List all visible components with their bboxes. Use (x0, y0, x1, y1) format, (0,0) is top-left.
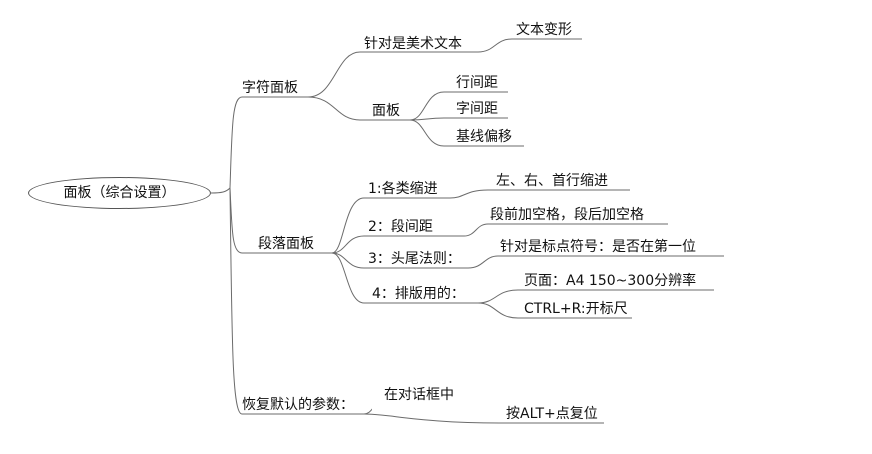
node-in-dialog[interactable]: 在对话框中 (384, 387, 454, 403)
connector-para-3-1 (467, 255, 724, 269)
node-ruler-shortcut[interactable]: CTRL+R:开标尺 (524, 301, 628, 317)
connector-char-2-1 (409, 91, 508, 121)
connector-para-3 (331, 252, 468, 269)
connector-para-4-1 (477, 289, 714, 304)
connector-para-2 (331, 235, 464, 254)
root-node[interactable] (28, 177, 211, 209)
node-text-warp[interactable]: 文本变形 (516, 22, 572, 38)
node-head-tail-rule[interactable]: 3：头尾法则： (368, 251, 461, 267)
branch-label-para-panel[interactable]: 段落面板 (258, 236, 314, 252)
connector-para-1 (331, 197, 450, 254)
connector-reset-2 (363, 413, 604, 424)
node-para-spacing[interactable]: 2：段间距 (368, 219, 433, 235)
branch-label-reset[interactable]: 恢复默认的参数： (242, 397, 354, 413)
node-line-spacing[interactable]: 行间距 (456, 75, 498, 91)
connector-char-2-3 (409, 119, 524, 147)
node-para-spacing-detail[interactable]: 段前加空格，段后加空格 (490, 207, 644, 223)
node-char-spacing[interactable]: 字间距 (456, 101, 498, 117)
branch-label-char-panel[interactable]: 字符面板 (242, 80, 298, 96)
connector-para-4-2 (477, 302, 632, 319)
node-baseline-shift[interactable]: 基线偏移 (456, 129, 512, 145)
connector-char-1 (307, 51, 478, 98)
connector-char-2 (307, 96, 410, 121)
node-art-text[interactable]: 针对是美术文本 (364, 36, 462, 52)
connector-para-1-1 (449, 189, 630, 199)
connector-para-2-1 (463, 223, 668, 237)
connector-para-4 (331, 252, 478, 304)
connector-branch-1 (229, 96, 308, 189)
node-punctuation-rule[interactable]: 针对是标点符号：是否在第一位 (500, 239, 696, 255)
connector-branch-3 (229, 187, 364, 415)
node-page-a4[interactable]: 页面：A4 150~300分辨率 (524, 273, 697, 289)
root-label: 面板（综合设置） (63, 185, 176, 201)
node-indents[interactable]: 1:各类缩进 (368, 181, 438, 197)
connector-root (210, 187, 231, 194)
node-layout[interactable]: 4：排版用的： (372, 286, 465, 302)
connector-char-2-2 (409, 117, 508, 121)
node-alt-reset[interactable]: 按ALT+点复位 (506, 406, 598, 422)
connector-char-1-1 (477, 38, 582, 53)
node-indent-types[interactable]: 左、右、首行缩进 (496, 173, 608, 189)
node-panel[interactable]: 面板 (372, 103, 400, 119)
faded-overlay (372, 398, 512, 412)
